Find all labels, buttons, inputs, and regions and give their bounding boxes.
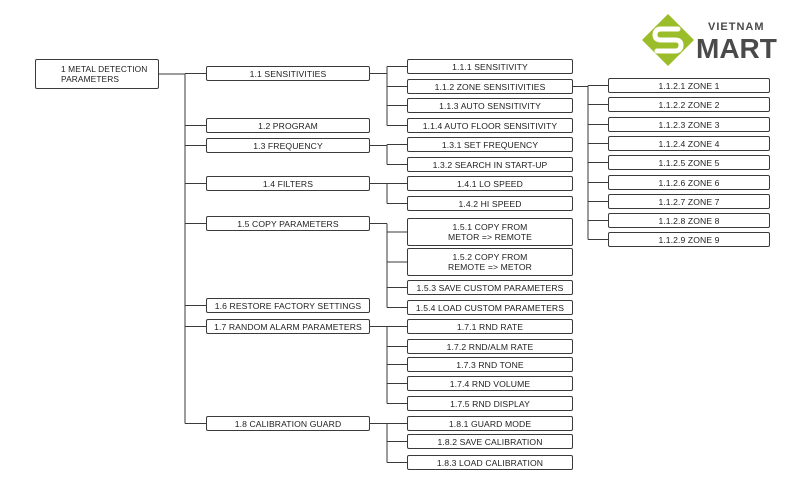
node-n1-5: 1.5 COPY PARAMETERS	[206, 216, 370, 231]
node-n1-5-4: 1.5.4 LOAD CUSTOM PARAMETERS	[407, 300, 573, 315]
node-n1-1-2: 1.1.2 ZONE SENSITIVITIES	[407, 79, 573, 94]
node-n1-1-3: 1.1.3 AUTO SENSITIVITY	[407, 98, 573, 113]
node-z9: 1.1.2.9 ZONE 9	[608, 232, 770, 247]
node-n1-8-1: 1.8.1 GUARD MODE	[407, 416, 573, 431]
node-n1-1: 1.1 SENSITIVITIES	[206, 66, 370, 81]
node-z7: 1.1.2.7 ZONE 7	[608, 194, 770, 209]
node-n1-5-3: 1.5.3 SAVE CUSTOM PARAMETERS	[407, 280, 573, 295]
node-n1-8: 1.8 CALIBRATION GUARD	[206, 416, 370, 431]
node-n1-7-3: 1.7.3 RND TONE	[407, 357, 573, 372]
node-n1-4-2: 1.4.2 HI SPEED	[407, 196, 573, 211]
node-z4: 1.1.2.4 ZONE 4	[608, 136, 770, 151]
node-n1-1-4: 1.1.4 AUTO FLOOR SENSITIVITY	[407, 118, 573, 133]
node-n1-8-2: 1.8.2 SAVE CALIBRATION	[407, 434, 573, 449]
vietnam-smart-logo: VIETNAM MART	[642, 14, 777, 66]
node-n1-1-1: 1.1.1 SENSITIVITY	[407, 59, 573, 74]
logo-brand-top: VIETNAM	[708, 21, 765, 33]
node-n1-7-1: 1.7.1 RND RATE	[407, 319, 573, 334]
node-n1-7-4: 1.7.4 RND VOLUME	[407, 376, 573, 391]
node-n1-3-2: 1.3.2 SEARCH IN START-UP	[407, 157, 573, 172]
node-n1-6: 1.6 RESTORE FACTORY SETTINGS	[206, 298, 370, 313]
node-z6: 1.1.2.6 ZONE 6	[608, 175, 770, 190]
node-n1-3-1: 1.3.1 SET FREQUENCY	[407, 137, 573, 152]
node-n1-7: 1.7 RANDOM ALARM PARAMETERS	[206, 319, 370, 334]
logo-brand-main: MART	[696, 33, 777, 64]
node-n1-5-2: 1.5.2 COPY FROM REMOTE => METOR	[407, 248, 573, 276]
node-z8: 1.1.2.8 ZONE 8	[608, 213, 770, 228]
node-n1-4: 1.4 FILTERS	[206, 176, 370, 191]
node-n1-2: 1.2 PROGRAM	[206, 118, 370, 133]
node-n1-5-1: 1.5.1 COPY FROM METOR => REMOTE	[407, 218, 573, 246]
node-n1-8-3: 1.8.3 LOAD CALIBRATION	[407, 455, 573, 470]
node-n1-3: 1.3 FREQUENCY	[206, 138, 370, 153]
node-z3: 1.1.2.3 ZONE 3	[608, 117, 770, 132]
logo-s-mark	[652, 26, 684, 54]
node-n1-4-1: 1.4.1 LO SPEED	[407, 176, 573, 191]
node-z2: 1.1.2.2 ZONE 2	[608, 97, 770, 112]
node-n1-7-5: 1.7.5 RND DISPLAY	[407, 396, 573, 411]
node-root: 1 METAL DETECTION PARAMETERS	[35, 59, 159, 89]
node-n1-7-2: 1.7.2 RND/ALM RATE	[407, 339, 573, 354]
node-z5: 1.1.2.5 ZONE 5	[608, 155, 770, 170]
node-z1: 1.1.2.1 ZONE 1	[608, 78, 770, 93]
